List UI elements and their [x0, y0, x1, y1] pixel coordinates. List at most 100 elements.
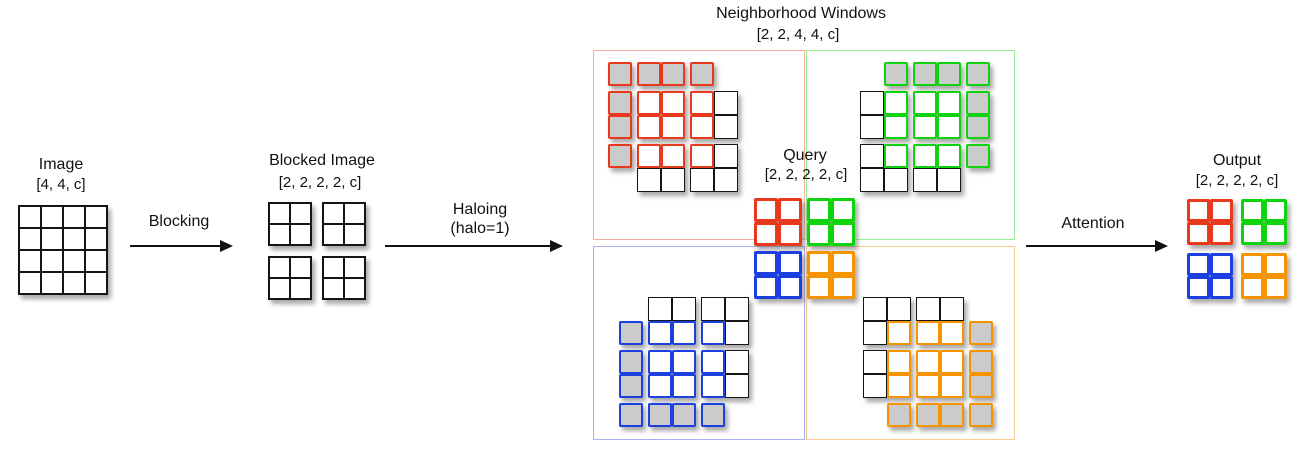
- red-block: [754, 198, 802, 246]
- haloing-label-line1: Haloing: [452, 201, 508, 218]
- blocked-image-title: Blocked Image: [269, 152, 375, 169]
- grid-cell: [290, 224, 311, 245]
- blue-block: [754, 251, 802, 299]
- blocked-image-block: [268, 256, 312, 300]
- block-cell: [778, 222, 802, 246]
- grid-cell: [269, 224, 290, 245]
- block-cell: [1210, 199, 1233, 222]
- block-cell: [754, 198, 778, 222]
- haloing-label-line2: (halo=1): [450, 220, 510, 237]
- grid-cell: [290, 278, 311, 299]
- quadrant-box-bottom-left: [593, 246, 805, 440]
- grid-cell: [41, 206, 63, 228]
- block-cell: [1210, 222, 1233, 245]
- block-cell: [807, 222, 831, 246]
- neighborhood-windows-title: Neighborhood Windows: [716, 5, 886, 22]
- grid-cell: [19, 272, 41, 294]
- quadrant-box-bottom-right: [806, 246, 1015, 440]
- blocking-label: Blocking: [148, 213, 210, 230]
- block-cell: [754, 275, 778, 299]
- block-cell: [778, 198, 802, 222]
- image-grid-cells: [18, 205, 108, 295]
- blocked-image-grid: [268, 202, 366, 300]
- grid-cell: [344, 257, 365, 278]
- grid-cell: [63, 272, 85, 294]
- block-cell: [831, 275, 855, 299]
- grid-cell: [269, 203, 290, 224]
- block-cell: [1187, 253, 1210, 276]
- green-block: [807, 198, 855, 246]
- block-cell: [1187, 276, 1210, 299]
- block-cell: [1210, 253, 1233, 276]
- block-cell: [1264, 199, 1287, 222]
- grid-cell: [19, 228, 41, 250]
- block-cell: [1187, 222, 1210, 245]
- output-title: Output: [1212, 152, 1262, 169]
- grid-cell: [63, 206, 85, 228]
- quadrant-box-top-right: [806, 50, 1015, 240]
- grid-cell: [41, 272, 63, 294]
- grid-cell: [323, 224, 344, 245]
- block-cell: [778, 251, 802, 275]
- block-cell: [778, 275, 802, 299]
- blocked-image-block: [322, 256, 366, 300]
- grid-cell: [85, 206, 107, 228]
- grid-cell: [19, 206, 41, 228]
- grid-cell: [19, 250, 41, 272]
- grid-cell: [323, 278, 344, 299]
- output-shape-label: [2, 2, 2, 2, c]: [1195, 172, 1279, 189]
- grid-cell: [85, 272, 107, 294]
- block-cell: [754, 251, 778, 275]
- block-cell: [807, 198, 831, 222]
- haloing-arrow: [385, 240, 563, 252]
- block-cell: [754, 222, 778, 246]
- output-blocks: [1187, 199, 1287, 299]
- orange-block: [1241, 253, 1287, 299]
- blocked-image-shape-label: [2, 2, 2, 2, c]: [278, 174, 362, 191]
- grid-cell: [85, 228, 107, 250]
- blocked-image-block: [322, 202, 366, 246]
- attention-label: Attention: [1061, 215, 1125, 232]
- grid-cell: [41, 228, 63, 250]
- block-cell: [1241, 222, 1264, 245]
- block-cell: [1264, 276, 1287, 299]
- block-cell: [1264, 253, 1287, 276]
- block-cell: [1187, 199, 1210, 222]
- block-cell: [1241, 199, 1264, 222]
- block-cell: [1264, 222, 1287, 245]
- grid-cell: [63, 228, 85, 250]
- block-cell: [831, 251, 855, 275]
- grid-cell: [344, 278, 365, 299]
- query-blocks: [754, 198, 855, 299]
- neighborhood-windows-shape-label: [2, 2, 4, 4, c]: [756, 26, 840, 43]
- grid-cell: [290, 257, 311, 278]
- block-cell: [831, 222, 855, 246]
- query-shape-label: [2, 2, 2, 2, c]: [764, 166, 848, 183]
- green-block: [1241, 199, 1287, 245]
- block-cell: [1241, 253, 1264, 276]
- block-cell: [807, 275, 831, 299]
- grid-cell: [85, 250, 107, 272]
- block-cell: [831, 198, 855, 222]
- grid-cell: [323, 257, 344, 278]
- blue-block: [1187, 253, 1233, 299]
- image-title: Image: [38, 156, 84, 173]
- grid-cell: [269, 278, 290, 299]
- blocking-arrow: [130, 240, 233, 252]
- red-block: [1187, 199, 1233, 245]
- block-cell: [1210, 276, 1233, 299]
- image-shape-label: [4, 4, c]: [36, 176, 86, 193]
- grid-cell: [290, 203, 311, 224]
- attention-arrow: [1026, 240, 1168, 252]
- grid-cell: [41, 250, 63, 272]
- grid-cell: [323, 203, 344, 224]
- block-cell: [807, 251, 831, 275]
- block-cell: [1241, 276, 1264, 299]
- grid-cell: [344, 224, 365, 245]
- query-title: Query: [783, 147, 827, 164]
- orange-block: [807, 251, 855, 299]
- quadrant-box-top-left: [593, 50, 805, 240]
- image-grid: [18, 205, 108, 295]
- grid-cell: [63, 250, 85, 272]
